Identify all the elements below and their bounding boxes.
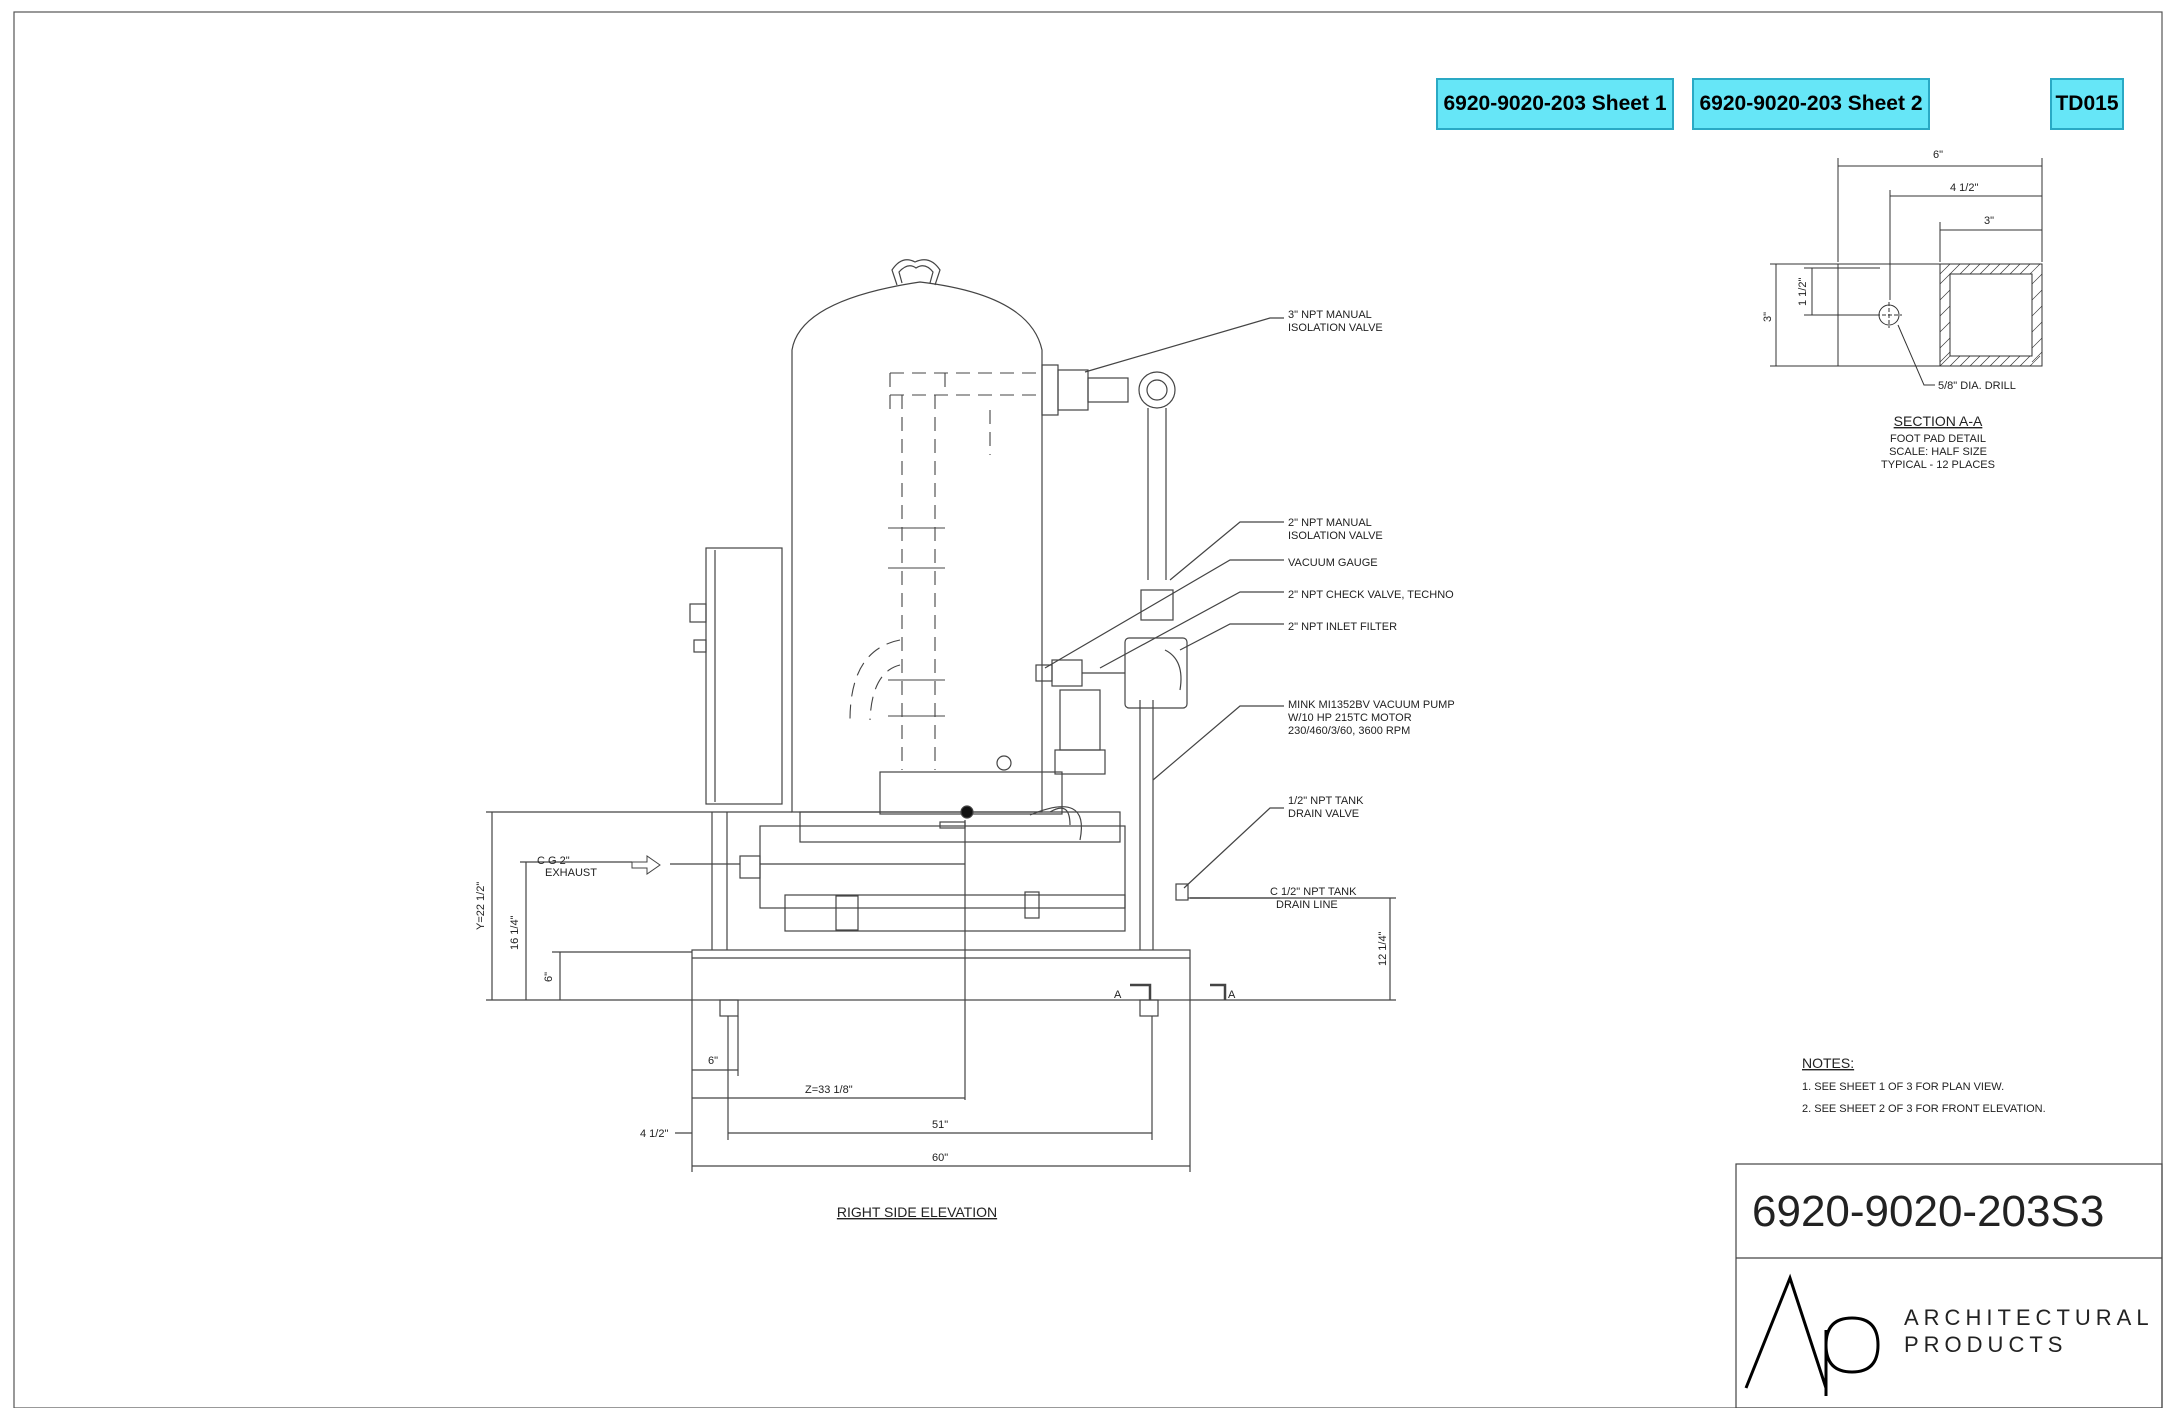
note-item: 2. SEE SHEET 2 OF 3 FOR FRONT ELEVATION. (1802, 1103, 2046, 1115)
dim-3in-height: 3" (1762, 312, 1774, 322)
view-title: RIGHT SIDE ELEVATION (837, 1204, 997, 1220)
callout-exhaust-2: EXHAUST (545, 867, 597, 879)
company-name-1: ARCHITECTURAL (1904, 1305, 2154, 1330)
dim-z: Z=33 1/8" (805, 1084, 853, 1096)
note-item: 1. SEE SHEET 1 OF 3 FOR PLAN VIEW. (1802, 1081, 2004, 1093)
callout-3in-iso-1: 3" NPT MANUAL (1288, 309, 1372, 321)
dim-h6: 6" (543, 972, 555, 982)
notes-title: NOTES: (1802, 1055, 1854, 1071)
callout-vacuum-gauge: VACUUM GAUGE (1288, 557, 1378, 569)
section-title: SECTION A-A (1894, 413, 1983, 429)
company-name-2: PRODUCTS (1904, 1332, 2067, 1357)
company-logo (1744, 1273, 1880, 1396)
section-line3: TYPICAL - 12 PLACES (1881, 459, 1995, 471)
section-mark-left: A (1114, 989, 1122, 1001)
sheet-border (13, 11, 2163, 1408)
callout-drain-1: 1/2" NPT TANK (1288, 795, 1364, 807)
dim-51: 51" (932, 1119, 948, 1131)
drawing-number: 6920-9020-203S3 (1752, 1187, 2104, 1236)
title-block (1735, 1163, 2163, 1408)
sheet1-link-button[interactable]: 6920-9020-203 Sheet 1 (1436, 78, 1674, 130)
dim-16: 16 1/4" (509, 915, 521, 950)
td015-link-button[interactable]: TD015 (2050, 78, 2124, 130)
callout-exhaust-1: C G 2" (537, 855, 570, 867)
callout-2in-iso-2: ISOLATION VALVE (1288, 530, 1383, 542)
dim-3in-width: 3" (1984, 215, 1994, 227)
dim-12: 12 1/4" (1377, 931, 1389, 966)
section-line2: SCALE: HALF SIZE (1889, 446, 1987, 458)
right-side-elevation-drawing (486, 259, 1396, 1172)
dim-4-5: 4 1/2" (640, 1128, 668, 1140)
dim-4-5in: 4 1/2" (1950, 182, 1978, 194)
callout-pump-2: W/10 HP 215TC MOTOR (1288, 712, 1412, 724)
dim-6in: 6" (1933, 149, 1943, 161)
callout-pump-3: 230/460/3/60, 3600 RPM (1288, 725, 1410, 737)
drill-label: 5/8" DIA. DRILL (1938, 380, 2016, 392)
sheet2-link-button[interactable]: 6920-9020-203 Sheet 2 (1692, 78, 1930, 130)
section-aa-detail (1770, 158, 2043, 386)
section-line1: FOOT PAD DETAIL (1890, 433, 1986, 445)
callout-check-valve: 2" NPT CHECK VALVE, TECHNO (1288, 589, 1454, 601)
dim-y: Y=22 1/2" (475, 882, 487, 930)
callout-inlet-filter: 2" NPT INLET FILTER (1288, 621, 1397, 633)
callout-drain-2: DRAIN VALVE (1288, 808, 1359, 820)
dim-w6: 6" (708, 1055, 718, 1067)
callout-cl-drain-2: DRAIN LINE (1276, 899, 1338, 911)
callout-2in-iso-1: 2" NPT MANUAL (1288, 517, 1372, 529)
dim-60: 60" (932, 1152, 948, 1164)
dim-1-5in: 1 1/2" (1797, 278, 1809, 306)
callout-3in-iso-2: ISOLATION VALVE (1288, 322, 1383, 334)
callout-pump-1: MINK MI1352BV VACUUM PUMP (1288, 699, 1455, 711)
section-mark-right: A (1228, 989, 1236, 1001)
callout-cl-drain-1: C 1/2" NPT TANK (1270, 886, 1357, 898)
